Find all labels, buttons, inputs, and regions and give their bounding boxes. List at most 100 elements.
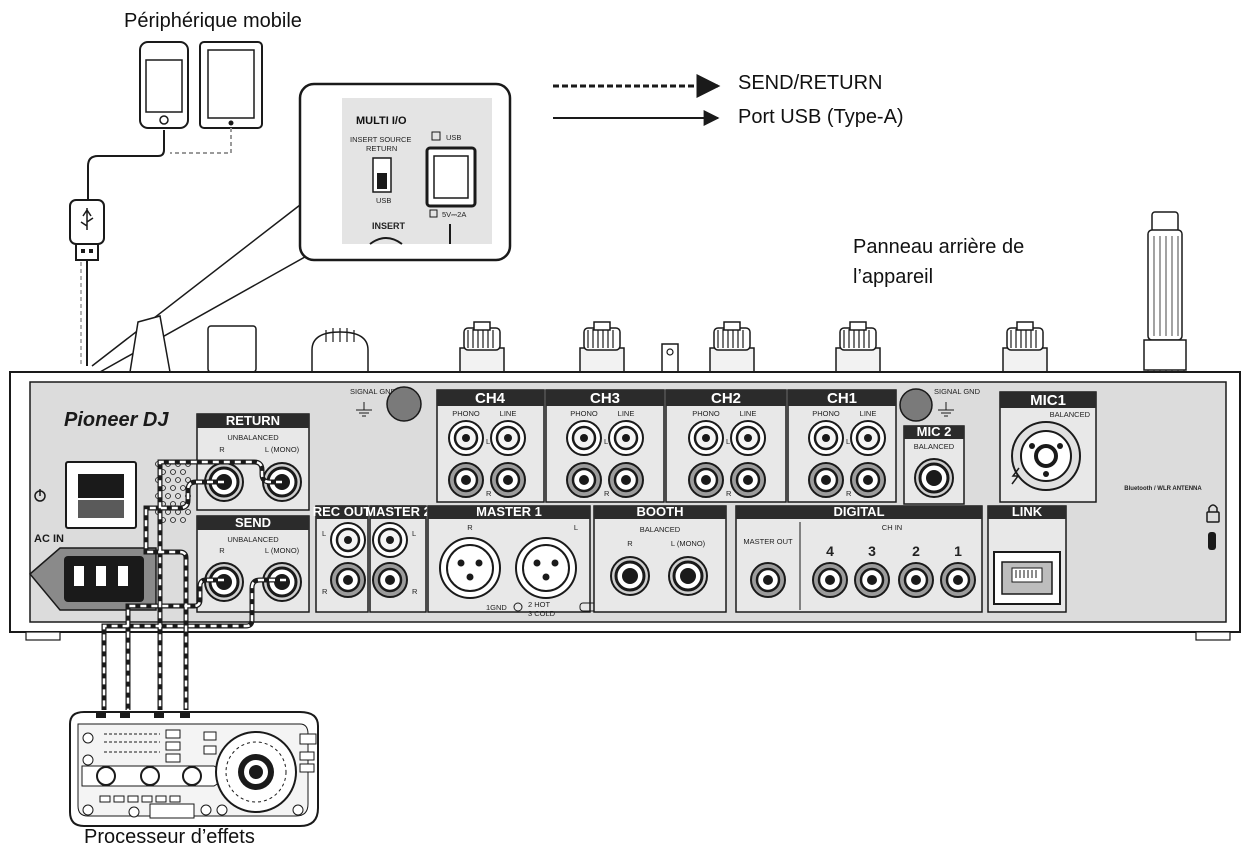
power-switch[interactable]	[65, 461, 137, 529]
antenna	[1143, 211, 1187, 470]
ch4-phono: PHONO	[452, 409, 480, 418]
rec-out-title: REC OUT	[313, 504, 372, 519]
ch1-phono: PHONO	[812, 409, 840, 418]
ch2-line: LINE	[740, 409, 757, 418]
ch1-r: R	[846, 489, 852, 498]
master2-r: R	[412, 587, 418, 596]
ch3-line-l-jack[interactable]	[607, 419, 645, 457]
master1-pin-b: 2 HOT	[528, 600, 551, 609]
ch2-title: CH2	[711, 390, 741, 407]
ch4-line: LINE	[500, 409, 517, 418]
ch2-phono-l-jack[interactable]	[687, 419, 725, 457]
master2-l: L	[412, 529, 416, 538]
master2-title: MASTER 2	[365, 504, 431, 519]
ch4-l: L	[486, 437, 490, 446]
digital-in-2: 2	[912, 543, 920, 559]
effects-processor-label: Processeur d’effets	[84, 826, 255, 848]
usb-port-legend-label: Port USB (Type-A)	[738, 106, 904, 128]
send-return-cables	[101, 459, 286, 710]
link-ethernet-port[interactable]	[993, 551, 1061, 605]
ch2-line-l-jack[interactable]	[729, 419, 767, 457]
digital-in-1-jack[interactable]	[939, 561, 977, 599]
rear-panel-label-line2: l’appareil	[853, 266, 934, 288]
master2-section: MASTER 2 L R	[365, 504, 431, 613]
digital-ch-in: CH IN	[882, 523, 902, 532]
signal-gnd-right-terminal[interactable]	[899, 388, 933, 422]
return-title: RETURN	[226, 413, 280, 428]
booth-section: BOOTH BALANCED R L (MONO)	[593, 504, 727, 613]
digital-section: DIGITAL MASTER OUT CH IN 4 3 2 1	[735, 504, 983, 613]
booth-l: L (MONO)	[671, 539, 706, 548]
booth-l-jack[interactable]	[667, 555, 709, 597]
digital-title: DIGITAL	[833, 504, 884, 519]
link-section: LINK	[987, 504, 1067, 613]
ch1-line-l-jack[interactable]	[849, 419, 887, 457]
ch3-section: CH3 PHONO LINE L R	[545, 389, 665, 503]
ch3-phono-r-jack[interactable]	[565, 461, 603, 499]
digital-in-4-jack[interactable]	[811, 561, 849, 599]
return-r: R	[219, 445, 225, 454]
top-knobs	[129, 315, 1048, 375]
mic1-combo-jack[interactable]	[1011, 421, 1081, 491]
mic2-section: MIC 2 BALANCED	[903, 424, 965, 505]
master1-pin-a: 1GND	[486, 603, 507, 612]
digital-in-2-jack[interactable]	[897, 561, 935, 599]
master2-r-jack[interactable]	[371, 561, 409, 599]
ch3-r: R	[604, 489, 610, 498]
phone-cable	[87, 130, 165, 200]
digital-in-3: 3	[868, 543, 876, 559]
mobile-devices	[69, 41, 263, 366]
mic2-title: MIC 2	[917, 424, 952, 439]
booth-r-jack[interactable]	[609, 555, 651, 597]
rear-panel-label-line1: Panneau arrière de	[853, 236, 1025, 258]
send-title: SEND	[235, 515, 271, 530]
ch4-line-l-jack[interactable]	[489, 419, 527, 457]
mic1-title: MIC1	[1030, 392, 1066, 409]
zoom-inset: MULTI I/O INSERT SOURCE RETURN USB INSER…	[298, 82, 512, 262]
digital-in-4: 4	[826, 543, 834, 559]
master2-l-jack[interactable]	[371, 521, 409, 559]
mic1-sub: BALANCED	[1050, 410, 1091, 419]
signal-gnd-right: SIGNAL GND	[899, 387, 981, 422]
booth-title: BOOTH	[637, 504, 684, 519]
ch3-l: L	[604, 437, 608, 446]
ch3-line-r-jack[interactable]	[607, 461, 645, 499]
ch1-phono-l-jack[interactable]	[807, 419, 845, 457]
mic2-jack[interactable]	[913, 457, 955, 499]
ch4-phono-l-jack[interactable]	[447, 419, 485, 457]
rec-out-l: L	[322, 529, 326, 538]
ch3-phono: PHONO	[570, 409, 598, 418]
ch3-phono-l-jack[interactable]	[565, 419, 603, 457]
ch1-line-r-jack[interactable]	[849, 461, 887, 499]
ch4-phono-r-jack[interactable]	[447, 461, 485, 499]
inset-usb-switch-label: USB	[376, 196, 391, 205]
antenna-label: Bluetooth / WLR ANTENNA	[1124, 486, 1202, 492]
effects-jog-dial	[215, 731, 297, 813]
kensington-slot	[1208, 532, 1216, 550]
inset-usb-port-label: USB	[446, 133, 461, 142]
link-title: LINK	[1012, 504, 1043, 519]
usb-plug-icon	[69, 199, 105, 261]
master1-l-xlr[interactable]	[515, 537, 577, 599]
signal-gnd-left-label: SIGNAL GND	[350, 387, 397, 396]
digital-master-out: MASTER OUT	[743, 537, 793, 546]
digital-in-3-jack[interactable]	[853, 561, 891, 599]
ch4-line-r-jack[interactable]	[489, 461, 527, 499]
ch1-section: CH1 PHONO LINE L R	[787, 389, 897, 503]
signal-gnd-left-terminal[interactable]	[386, 386, 422, 422]
ch4-section: CH4 PHONO LINE L R	[436, 389, 545, 503]
signal-gnd-left: SIGNAL GND	[350, 386, 422, 422]
mobile-device-label: Périphérique mobile	[124, 10, 302, 32]
ac-inlet[interactable]	[28, 547, 157, 611]
master1-r-xlr[interactable]	[439, 537, 501, 599]
ch2-phono-r-jack[interactable]	[687, 461, 725, 499]
rec-out-r-jack[interactable]	[329, 561, 367, 599]
ch2-l: L	[726, 437, 730, 446]
rec-out-l-jack[interactable]	[329, 521, 367, 559]
digital-master-out-jack[interactable]	[749, 561, 787, 599]
ch2-line-r-jack[interactable]	[729, 461, 767, 499]
ch2-phono: PHONO	[692, 409, 720, 418]
ch1-phono-r-jack[interactable]	[807, 461, 845, 499]
zoom-callout-line-2	[99, 252, 313, 373]
effects-processor	[69, 711, 319, 827]
